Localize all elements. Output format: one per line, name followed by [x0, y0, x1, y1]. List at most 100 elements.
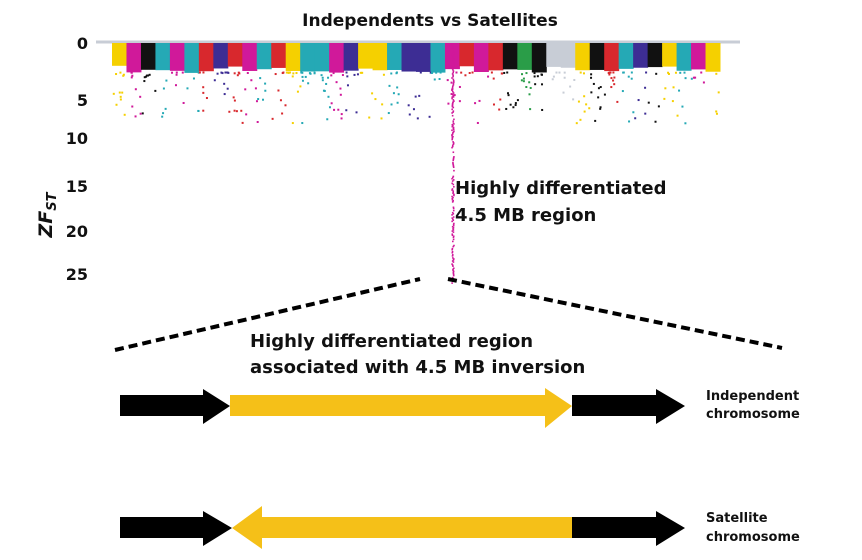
peak-snp-point [452, 271, 455, 274]
peak-snp-point [452, 176, 454, 179]
snp-point [271, 117, 274, 120]
flank-arrow-left [120, 389, 230, 424]
peak-snp-point [452, 79, 455, 82]
peak-snp-point [451, 247, 454, 250]
peak-snp-point [452, 231, 455, 233]
snp-point [647, 101, 650, 104]
snp-point [613, 83, 616, 86]
snp-point [223, 93, 226, 96]
snp-point [458, 85, 461, 88]
peak-snp-point [451, 77, 453, 79]
snp-point [534, 83, 537, 86]
peak-snp-point [451, 137, 454, 140]
peak-snp-point [452, 90, 454, 93]
peak-snp-point [451, 44, 453, 46]
peak-snp-point [451, 86, 454, 89]
peak-snp-point [452, 196, 454, 199]
snp-point [573, 78, 576, 81]
snp-point [455, 71, 458, 74]
snp-point [307, 82, 310, 85]
snp-point [610, 77, 613, 80]
snp-point [202, 86, 205, 89]
snp-point [563, 76, 566, 79]
peak-snp-point [452, 126, 455, 129]
snp-point [529, 86, 532, 89]
snp-point [291, 75, 294, 78]
peak-snp-point [452, 159, 455, 162]
peak-snp-point [451, 255, 454, 257]
snp-point [458, 100, 461, 103]
peak-snp-point [451, 264, 454, 266]
independent-label-line1: Independent [706, 389, 799, 404]
snp-point [223, 82, 226, 85]
peak-snp-point [452, 122, 455, 124]
inversion-title-line1: Highly differentiated region [250, 331, 533, 352]
snp-point [474, 102, 477, 105]
snp-point [227, 71, 230, 74]
snp-point [345, 109, 348, 112]
snp-point [245, 113, 248, 116]
peak-snp-point [451, 211, 454, 214]
snp-point [301, 122, 304, 125]
snp-point [233, 109, 236, 112]
snp-point [645, 71, 648, 74]
peak-snp-point [451, 132, 454, 134]
flank-arrow-left [120, 511, 232, 546]
snp-point [296, 90, 299, 93]
snp-point [396, 86, 399, 89]
peak-snp-point [452, 274, 455, 277]
snp-point [514, 102, 517, 105]
peak-snp-point [452, 58, 455, 60]
snp-point [339, 87, 342, 90]
snp-point [533, 72, 536, 75]
snp-point [328, 106, 331, 109]
peak-snp-point [451, 134, 453, 137]
peak-snp-point [452, 216, 455, 218]
chromosome-band [531, 43, 547, 73]
inversion-arrow-reversed [232, 506, 572, 549]
snp-point [192, 77, 195, 80]
snp-point [304, 75, 307, 78]
snp-point [450, 93, 453, 96]
peak-snp-point [452, 175, 455, 178]
snp-point [588, 107, 591, 110]
snp-point [654, 120, 657, 123]
snp-point [233, 72, 236, 75]
peak-snp-point [451, 125, 454, 128]
snp-point [541, 83, 544, 86]
peak-snp-point [451, 250, 454, 253]
peak-snp-point [452, 261, 455, 263]
snp-point [301, 71, 304, 74]
peak-snp-point [452, 127, 455, 130]
snp-point [181, 71, 184, 74]
peak-snp-point [452, 183, 455, 186]
snp-point [202, 109, 205, 112]
peak-snp-point [452, 131, 455, 133]
snp-point [608, 73, 611, 76]
peak-snp-point [452, 191, 455, 193]
peak-snp-point [452, 272, 455, 275]
snp-point [683, 71, 686, 74]
snp-point [429, 71, 432, 74]
snp-point [118, 91, 121, 94]
peak-snp-point [452, 162, 454, 165]
snp-point [418, 94, 421, 97]
snp-point [715, 110, 718, 113]
chromosome-band [401, 43, 417, 72]
peak-snp-point [452, 68, 454, 71]
peak-snp-point [452, 142, 455, 144]
snp-point [439, 71, 442, 74]
snp-point [139, 112, 142, 115]
snp-point [674, 71, 677, 74]
peak-snp-point [451, 89, 453, 92]
snp-point [250, 79, 253, 82]
snp-point [447, 102, 450, 105]
snp-point [512, 106, 515, 109]
snp-point [197, 71, 200, 74]
snp-point [506, 71, 509, 74]
snp-point [563, 71, 566, 74]
chromosome-band [242, 43, 258, 71]
snp-point [232, 96, 235, 99]
snp-point [134, 115, 137, 118]
peak-snp-point [451, 282, 453, 284]
